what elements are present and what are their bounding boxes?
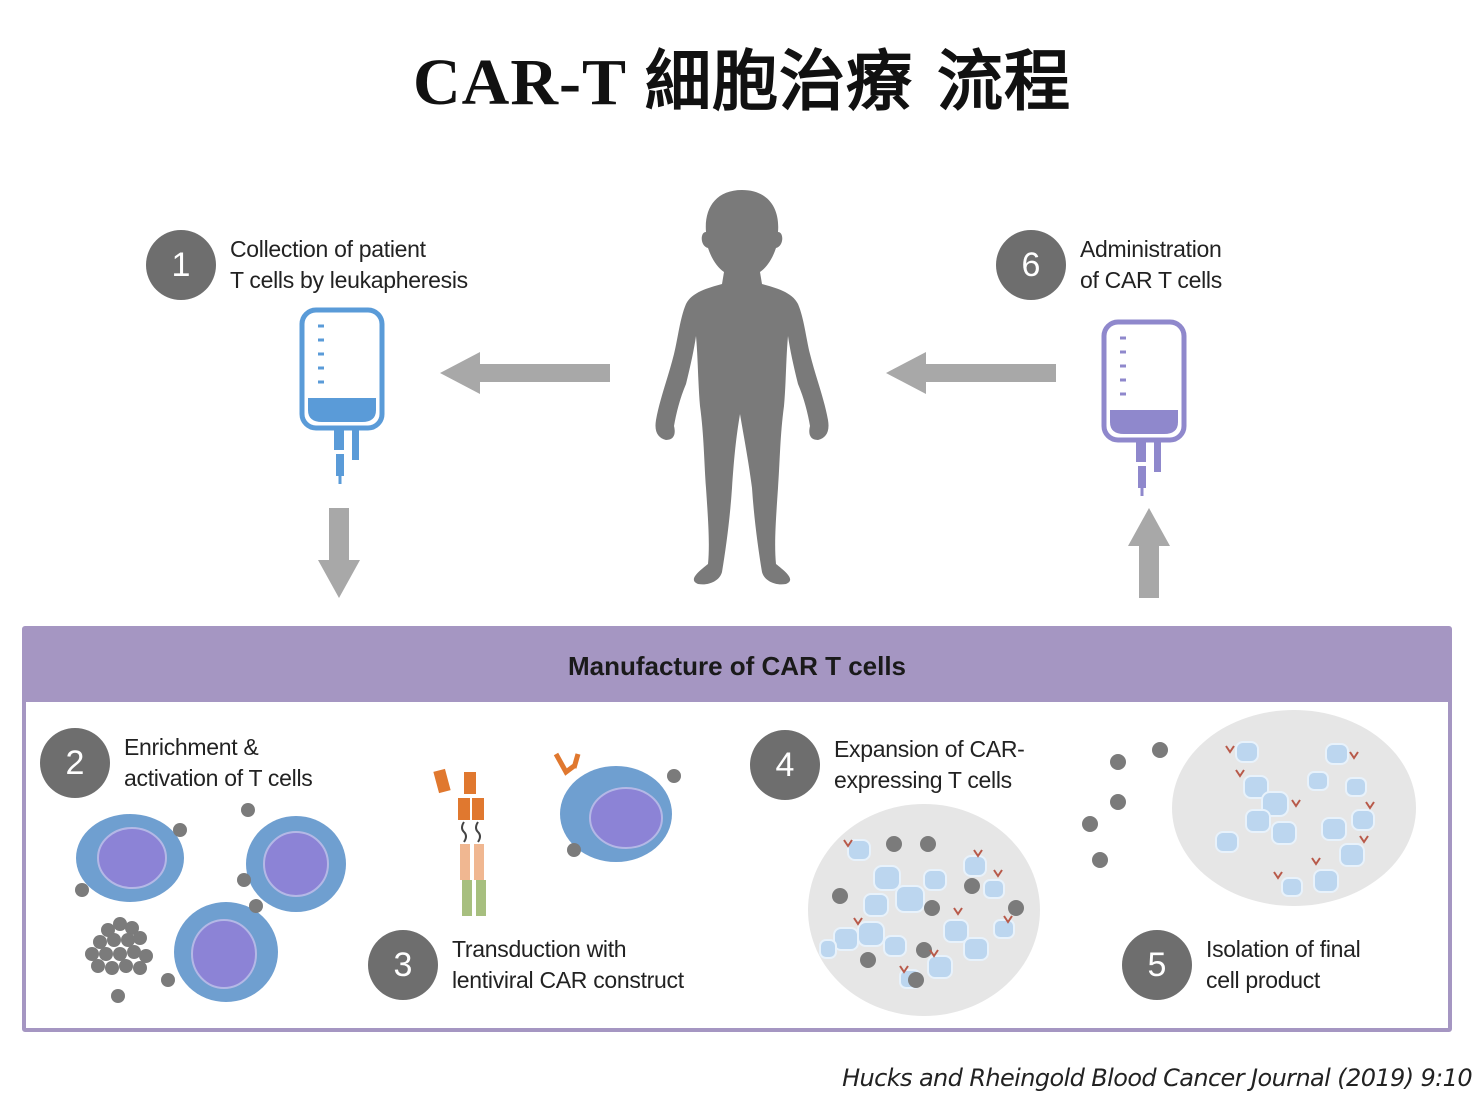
t-cells-activation-illustration	[75, 803, 346, 1003]
arrow-up-icon	[1128, 508, 1170, 598]
isolation-illustration	[1082, 710, 1416, 906]
t-cell-icon	[76, 814, 184, 902]
step-label: Expansion of CAR- expressing T cells	[834, 736, 1025, 793]
collection-bag-icon	[299, 307, 385, 484]
t-cell-icon	[174, 902, 278, 1002]
administration-bag-icon	[1101, 319, 1187, 496]
car-receptor-icon	[433, 768, 486, 916]
step-label: Enrichment & activation of T cells	[124, 734, 313, 791]
beads	[832, 836, 1024, 988]
step-badge: 5	[1122, 930, 1192, 1000]
patient-silhouette-icon	[655, 190, 829, 585]
arrow-left-icon	[440, 352, 610, 394]
arrow-down-icon	[318, 508, 360, 598]
car-t-cells	[819, 839, 1015, 989]
citation: Hucks and Rheingold Blood Cancer Journal…	[842, 1064, 1473, 1092]
transduced-t-cell-icon	[553, 752, 681, 862]
step-badge: 1	[146, 230, 216, 300]
car-receptors	[1225, 745, 1375, 880]
step-badge: 2	[40, 728, 110, 798]
step-badge: 3	[368, 930, 438, 1000]
step-label: Collection of patient T cells by leukaph…	[230, 236, 468, 293]
t-cell-icon	[246, 816, 346, 912]
step-badge: 4	[750, 730, 820, 800]
step-badge: 6	[996, 230, 1066, 300]
bead-icon	[75, 803, 263, 1003]
step-6: 6 Administration of CAR T cells	[996, 230, 1222, 300]
final-car-t-cells	[1215, 741, 1375, 897]
step-2: 2 Enrichment & activation of T cells	[40, 728, 313, 798]
step-label: Isolation of final cell product	[1206, 936, 1361, 993]
step-3: 3 Transduction with lentiviral CAR const…	[368, 930, 684, 1000]
removed-beads	[1082, 742, 1168, 868]
car-construct-illustration	[433, 752, 681, 916]
step-4: 4 Expansion of CAR- expressing T cells	[750, 730, 1025, 800]
step-label: Administration of CAR T cells	[1080, 236, 1222, 293]
expansion-dish-illustration	[808, 804, 1040, 1016]
panel-title: Manufacture of CAR T cells	[26, 630, 1448, 702]
step-5: 5 Isolation of final cell product	[1122, 930, 1361, 1000]
arrow-left-icon	[886, 352, 1056, 394]
car-receptors	[843, 839, 1013, 974]
bead-cluster-icon	[85, 917, 153, 975]
step-1: 1 Collection of patient T cells by leuka…	[146, 230, 468, 300]
step-label: Transduction with lentiviral CAR constru…	[452, 936, 684, 993]
title-latin: CAR-T	[413, 46, 627, 119]
title-chinese: 細胞治療 流程	[645, 42, 1071, 120]
